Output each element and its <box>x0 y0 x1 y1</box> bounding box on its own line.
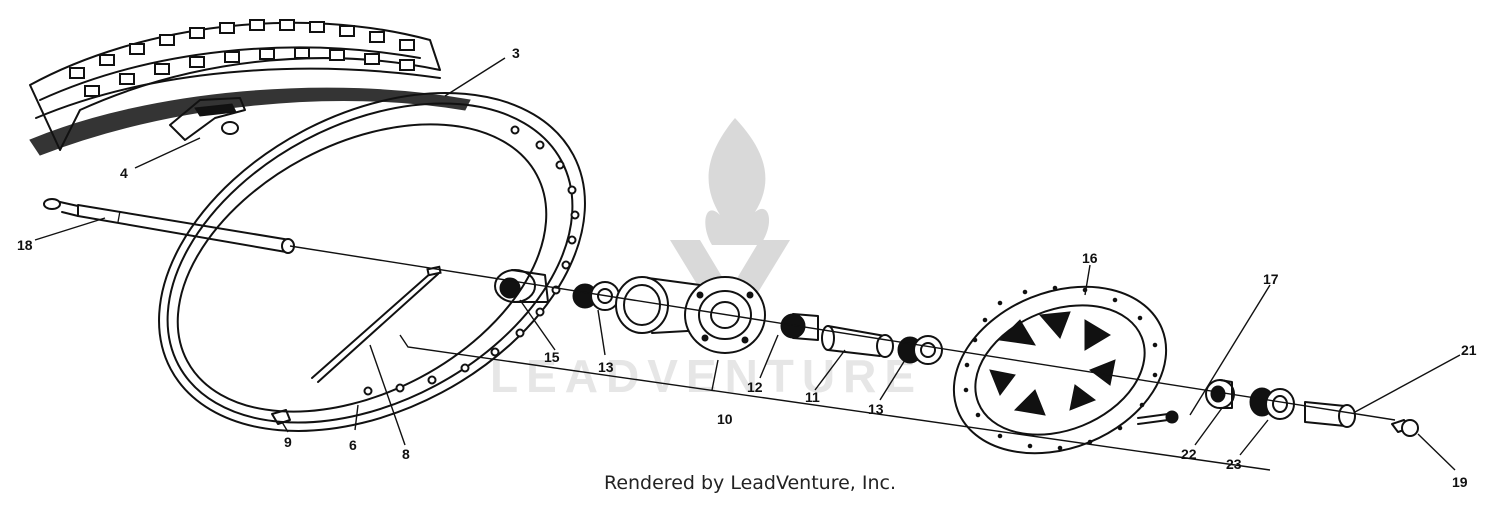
callout-13-right: 13 <box>868 401 884 417</box>
leader-lines <box>34 57 1461 471</box>
callout-22: 22 <box>1181 446 1197 462</box>
callout-15: 15 <box>544 349 560 365</box>
callout-23: 23 <box>1226 456 1242 472</box>
callout-6: 6 <box>349 437 357 453</box>
wheel-collar <box>1304 401 1356 428</box>
bearing-right <box>897 335 943 365</box>
callouts: 3 4 18 6 8 9 15 13 12 11 13 10 16 17 21 … <box>17 45 1477 490</box>
dust-seal <box>494 269 549 303</box>
axle <box>43 198 295 254</box>
leadventure-watermark: LEADVENTURE <box>490 118 923 402</box>
bearing-far-right <box>1249 387 1295 420</box>
hub <box>615 276 766 354</box>
hub-spacer-collar <box>780 313 819 341</box>
render-credit: Rendered by LeadVenture, Inc. <box>603 472 897 494</box>
watermark-text: LEADVENTURE <box>490 350 923 402</box>
explode-axis-line <box>289 245 1396 421</box>
callout-4: 4 <box>120 165 128 181</box>
disc-bolt <box>1137 410 1179 425</box>
callout-8: 8 <box>402 446 410 462</box>
bearing-left <box>572 281 620 311</box>
callout-21: 21 <box>1461 342 1477 358</box>
callout-18: 18 <box>17 237 33 253</box>
callout-12: 12 <box>747 379 763 395</box>
callout-3: 3 <box>512 45 520 61</box>
callout-11: 11 <box>805 389 820 405</box>
rim-spoke-holes <box>363 125 580 396</box>
callout-17: 17 <box>1263 271 1279 287</box>
tire <box>29 19 471 156</box>
callout-13-left: 13 <box>598 359 614 375</box>
callout-19: 19 <box>1452 474 1468 490</box>
axle-spacer <box>821 325 894 358</box>
callout-16: 16 <box>1082 250 1098 266</box>
axle-nut <box>1391 419 1419 437</box>
tire-tread-blocks <box>69 19 415 97</box>
callout-10: 10 <box>717 411 733 427</box>
brake-disc-holes <box>963 285 1158 451</box>
brake-disc <box>952 285 1168 455</box>
callout-9: 9 <box>284 434 292 450</box>
spoke-nipple <box>271 409 291 425</box>
rim-band-and-valve <box>169 97 246 141</box>
rim <box>158 92 586 432</box>
